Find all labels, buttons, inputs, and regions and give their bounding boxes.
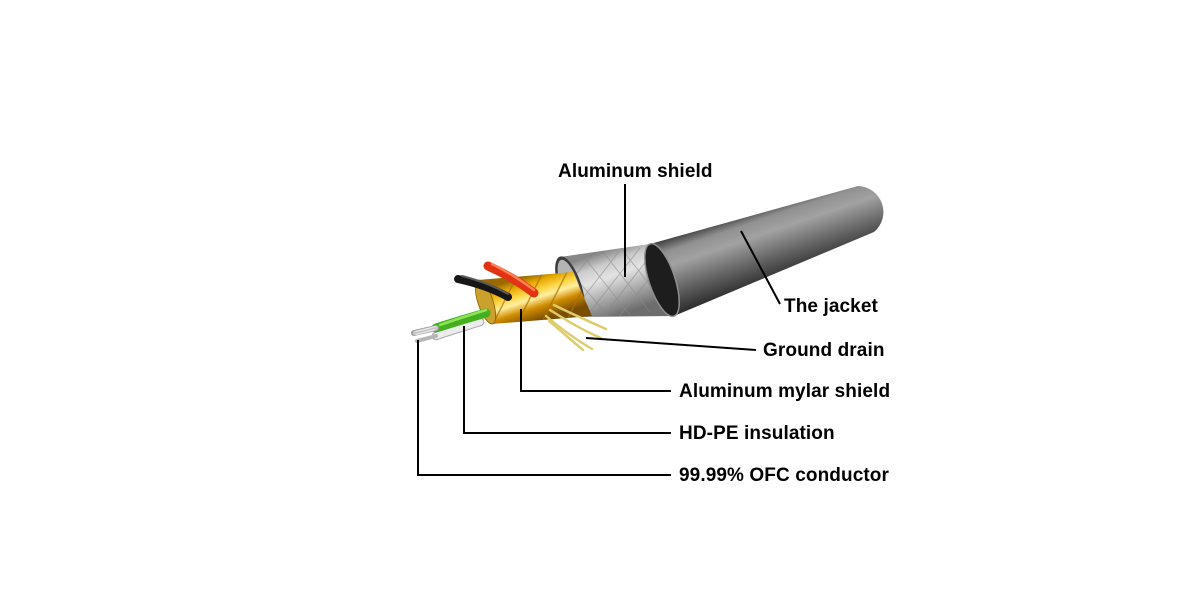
label-ground-drain: Ground drain: [763, 340, 885, 361]
white-wire: [432, 318, 484, 340]
drain-strand: [547, 319, 585, 352]
leader-ofc-conductor: [417, 340, 671, 476]
label-mylar-shield: Aluminum mylar shield: [679, 381, 891, 402]
label-hdpe-insulation: HD-PE insulation: [679, 423, 835, 444]
drain-strand: [544, 314, 594, 351]
jacket-cut-face: [644, 242, 680, 318]
green-wire: [431, 308, 491, 333]
leader-jacket: [740, 230, 781, 305]
jacket-body: [650, 186, 884, 316]
red-wire-highlight: [490, 262, 536, 292]
leader-hdpe-insulation: [463, 326, 671, 434]
black-wire-highlight: [461, 275, 509, 295]
leader-ground-drain: [585, 337, 757, 351]
cable-jacket: [644, 186, 884, 318]
bare-conductor-strand: [415, 329, 436, 335]
drain-wires: [544, 303, 608, 352]
label-aluminum-shield: Aluminum shield: [558, 161, 713, 182]
drain-strand: [552, 303, 608, 331]
label-jacket: The jacket: [784, 296, 878, 317]
white-wire-bare-tip: [415, 334, 438, 343]
green-wire-highlight: [438, 308, 488, 327]
red-wire: [483, 261, 539, 298]
bare-conductor-tip: [412, 325, 439, 336]
black-wire: [454, 275, 512, 301]
leader-lines: [417, 184, 781, 476]
bare-conductor-strand: [415, 326, 437, 332]
drain-strand: [548, 308, 603, 340]
signal-wires: [411, 261, 539, 343]
leader-mylar-shield: [520, 309, 671, 392]
label-ofc-conductor: 99.99% OFC conductor: [679, 465, 889, 486]
